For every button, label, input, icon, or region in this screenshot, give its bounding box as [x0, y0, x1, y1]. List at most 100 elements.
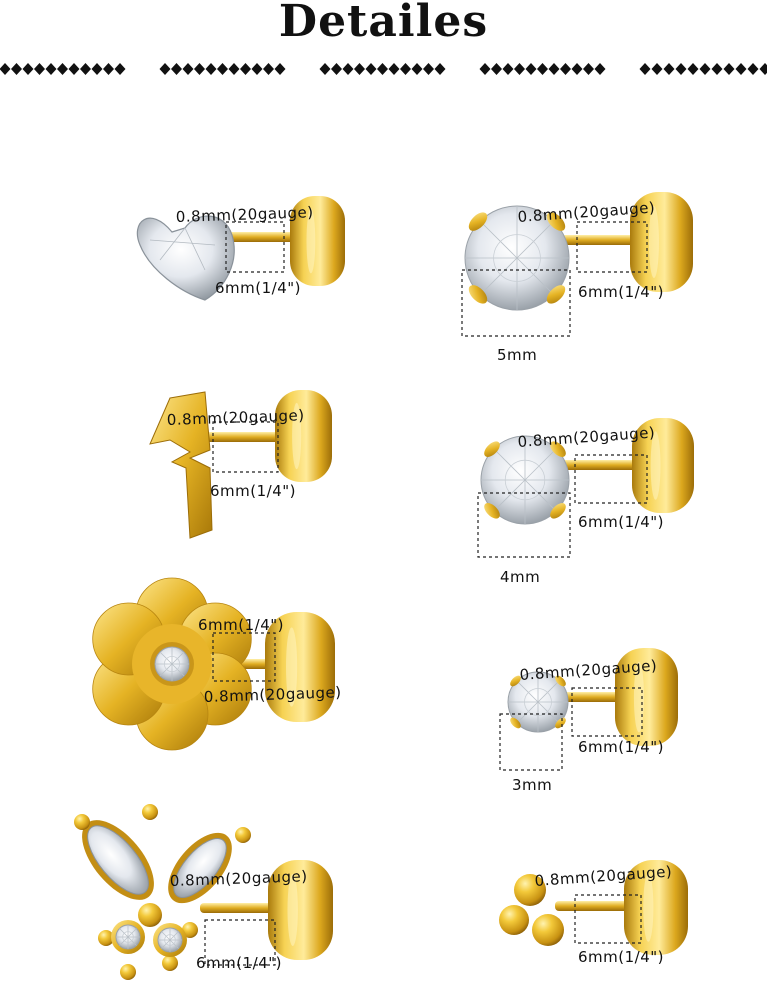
divider-diamond [263, 63, 274, 75]
divider-diamond [479, 63, 491, 75]
prong [484, 441, 500, 457]
diamond-divider [0, 63, 767, 75]
divider-diamond [171, 63, 182, 75]
gauge-label: 0.8mm(20gauge) [176, 203, 314, 226]
divider-diamond [537, 63, 548, 75]
divider-diamond [103, 63, 114, 75]
divider-diamond [205, 63, 217, 75]
earring-butterfly: 0.8mm(20gauge)6mm(1/4") [74, 804, 333, 980]
divider-diamond [747, 63, 759, 75]
divider-diamond [675, 63, 687, 75]
screw-back [275, 390, 332, 482]
gold-ball [499, 905, 529, 935]
screw-back [290, 196, 345, 286]
gold-ball [514, 874, 546, 906]
gem-facet [149, 227, 216, 271]
divider-diamond [342, 63, 354, 75]
gem-facet [537, 680, 560, 703]
post-bar [550, 235, 640, 245]
screw-back-highlight [292, 402, 302, 470]
screw-back [615, 648, 678, 746]
gauge-label: 0.8mm(20gauge) [167, 406, 305, 429]
length-label: 6mm(1/4") [578, 738, 664, 756]
length-label: 6mm(1/4") [196, 954, 282, 972]
gem-table [524, 688, 552, 716]
gem-facet [493, 479, 526, 512]
divider-diamond [639, 63, 651, 75]
gem-table [122, 931, 134, 943]
gem-table [504, 459, 546, 501]
divider-diamond [651, 63, 663, 75]
divider-diamond [217, 63, 228, 75]
length-dimension-box [204, 919, 276, 966]
gem-facet [159, 651, 173, 665]
divider-diamond [687, 63, 699, 75]
divider-diamond [377, 63, 388, 75]
divider-diamond [699, 63, 711, 75]
gem-table [164, 934, 176, 946]
earring-ball-cluster: 0.8mm(20gauge)6mm(1/4") [499, 860, 688, 966]
screw-back-highlight [648, 206, 659, 278]
divider-diamond [411, 63, 423, 75]
divider-diamond [57, 63, 68, 75]
earring-lightning: 0.8mm(20gauge) 6mm(1/4") [149, 390, 332, 539]
divider-diamond [251, 63, 263, 75]
divider-diamond [388, 63, 400, 75]
prong [546, 285, 566, 304]
divider-diamond [0, 63, 11, 75]
length-label: 6mm(1/4") [198, 616, 284, 634]
prong [510, 717, 521, 729]
length-label: 6mm(1/4") [578, 283, 664, 301]
divider-diamond [274, 63, 286, 75]
divider-diamond [365, 63, 377, 75]
divider-diamond [194, 63, 205, 75]
divider-diamond [514, 63, 525, 75]
gauge-label: 0.8mm(20gauge) [204, 683, 342, 706]
prong [484, 503, 500, 519]
screw-back-highlight [286, 627, 298, 707]
gem-facet [161, 939, 171, 949]
divider-diamond [80, 63, 91, 75]
gem-facet [127, 936, 137, 946]
length-dimension-box [574, 454, 648, 504]
post-bar [550, 460, 640, 470]
divider-diamond [159, 63, 171, 75]
divider-diamond [11, 63, 22, 75]
length-dimension-box [574, 894, 642, 944]
divider-diamond [68, 63, 80, 75]
length-label: 6mm(1/4") [578, 948, 664, 966]
divider-diamond [723, 63, 735, 75]
gem-size-label: 5mm [497, 346, 537, 364]
gold-bead [120, 964, 136, 980]
gem-facet [516, 220, 555, 259]
gem-table [493, 234, 541, 282]
length-dimension-box [571, 687, 643, 737]
gem-facet [516, 701, 539, 724]
prong [550, 441, 566, 457]
prong [510, 675, 521, 687]
gem-facet [479, 257, 518, 296]
earring-round-5mm: 0.8mm(20gauge)6mm(1/4")5mm [461, 192, 693, 364]
divider-diamond [331, 63, 342, 75]
divider-diamond [114, 63, 126, 75]
gem-facet [159, 663, 173, 677]
gold-bead [182, 922, 198, 938]
length-label: 6mm(1/4") [210, 482, 296, 500]
gold-bead [74, 814, 90, 830]
lightning-top [149, 391, 213, 539]
gold-bead [138, 903, 162, 927]
gem-facet [516, 257, 555, 296]
marquise-gem [87, 825, 149, 895]
post-bar [200, 903, 290, 913]
divider-diamond [525, 63, 537, 75]
divider-diamond [91, 63, 103, 75]
screw-back [624, 860, 688, 955]
length-label: 6mm(1/4") [215, 279, 301, 297]
divider-diamond [34, 63, 45, 75]
gold-bead [162, 955, 178, 971]
screw-back-highlight [306, 208, 316, 274]
length-dimension-box [212, 421, 279, 473]
earring-round-3mm: 0.8mm(20gauge)6mm(1/4")3mm [499, 648, 678, 794]
divider-diamond [594, 63, 606, 75]
